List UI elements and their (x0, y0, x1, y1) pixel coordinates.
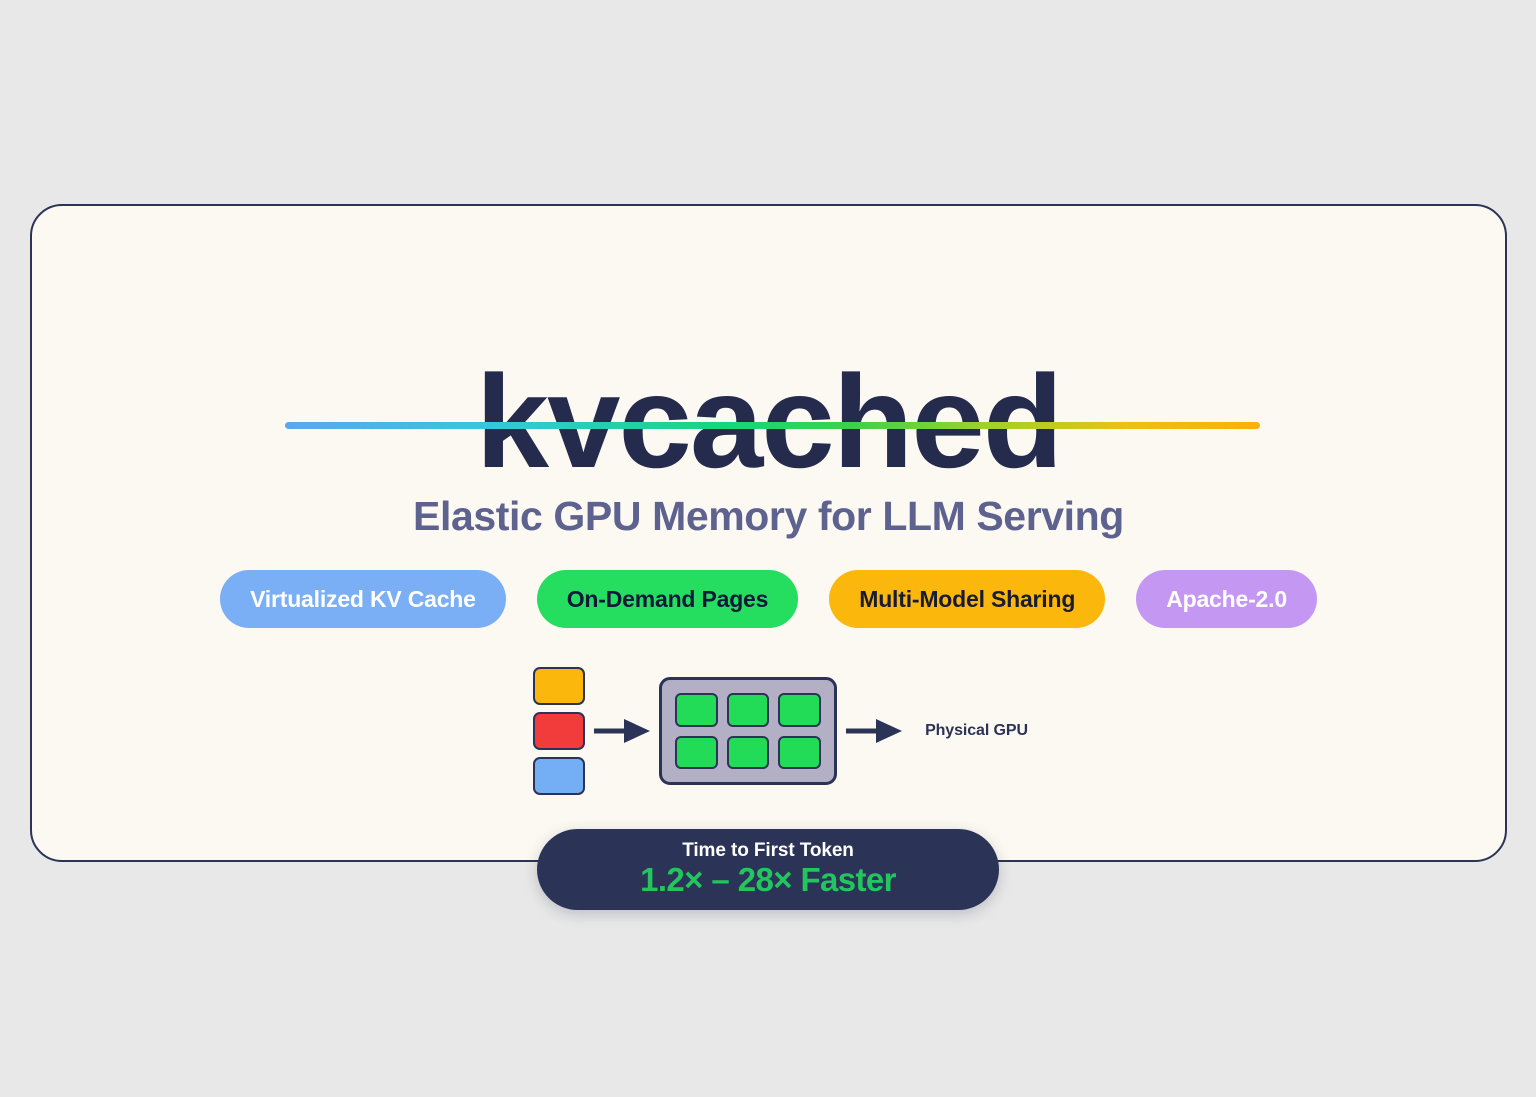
model-block-blue-icon (533, 757, 586, 795)
metric-badge-label: Time to First Token (682, 839, 854, 861)
hero-card: kvcached Elastic GPU Memory for LLM Serv… (30, 204, 1507, 862)
page-subtitle: Elastic GPU Memory for LLM Serving (413, 493, 1124, 540)
gpu-page-icon (675, 693, 718, 727)
architecture-diagram: Physical GPU (32, 661, 1505, 801)
model-block-amber-icon (533, 667, 586, 705)
gpu-page-icon (778, 735, 822, 769)
metric-badge: Time to First Token 1.2× – 28× Faster (537, 829, 999, 910)
model-block-red-icon (533, 712, 586, 750)
gpu-page-icon (726, 693, 770, 727)
model-blocks-group (533, 667, 586, 795)
feature-pill-virtualized-kv-cache[interactable]: Virtualized KV Cache (220, 570, 506, 628)
feature-pill-row: Virtualized KV Cache On-Demand Pages Mul… (32, 570, 1505, 628)
arrow-right-icon (594, 719, 651, 743)
gradient-divider (285, 422, 1260, 429)
feature-pill-apache-2-0[interactable]: Apache-2.0 (1136, 570, 1317, 628)
gpu-page-icon (675, 735, 718, 769)
gpu-page-icon (778, 693, 822, 727)
physical-gpu-label: Physical GPU (925, 722, 1028, 739)
page-title: kvcached (475, 348, 1064, 496)
arrow-right-icon (846, 719, 903, 743)
gpu-page-icon (726, 735, 770, 769)
feature-pill-multi-model-sharing[interactable]: Multi-Model Sharing (829, 570, 1106, 628)
metric-badge-value: 1.2× – 28× Faster (640, 861, 896, 899)
feature-pill-on-demand-pages[interactable]: On-Demand Pages (536, 570, 799, 628)
gpu-memory-box (659, 677, 838, 785)
